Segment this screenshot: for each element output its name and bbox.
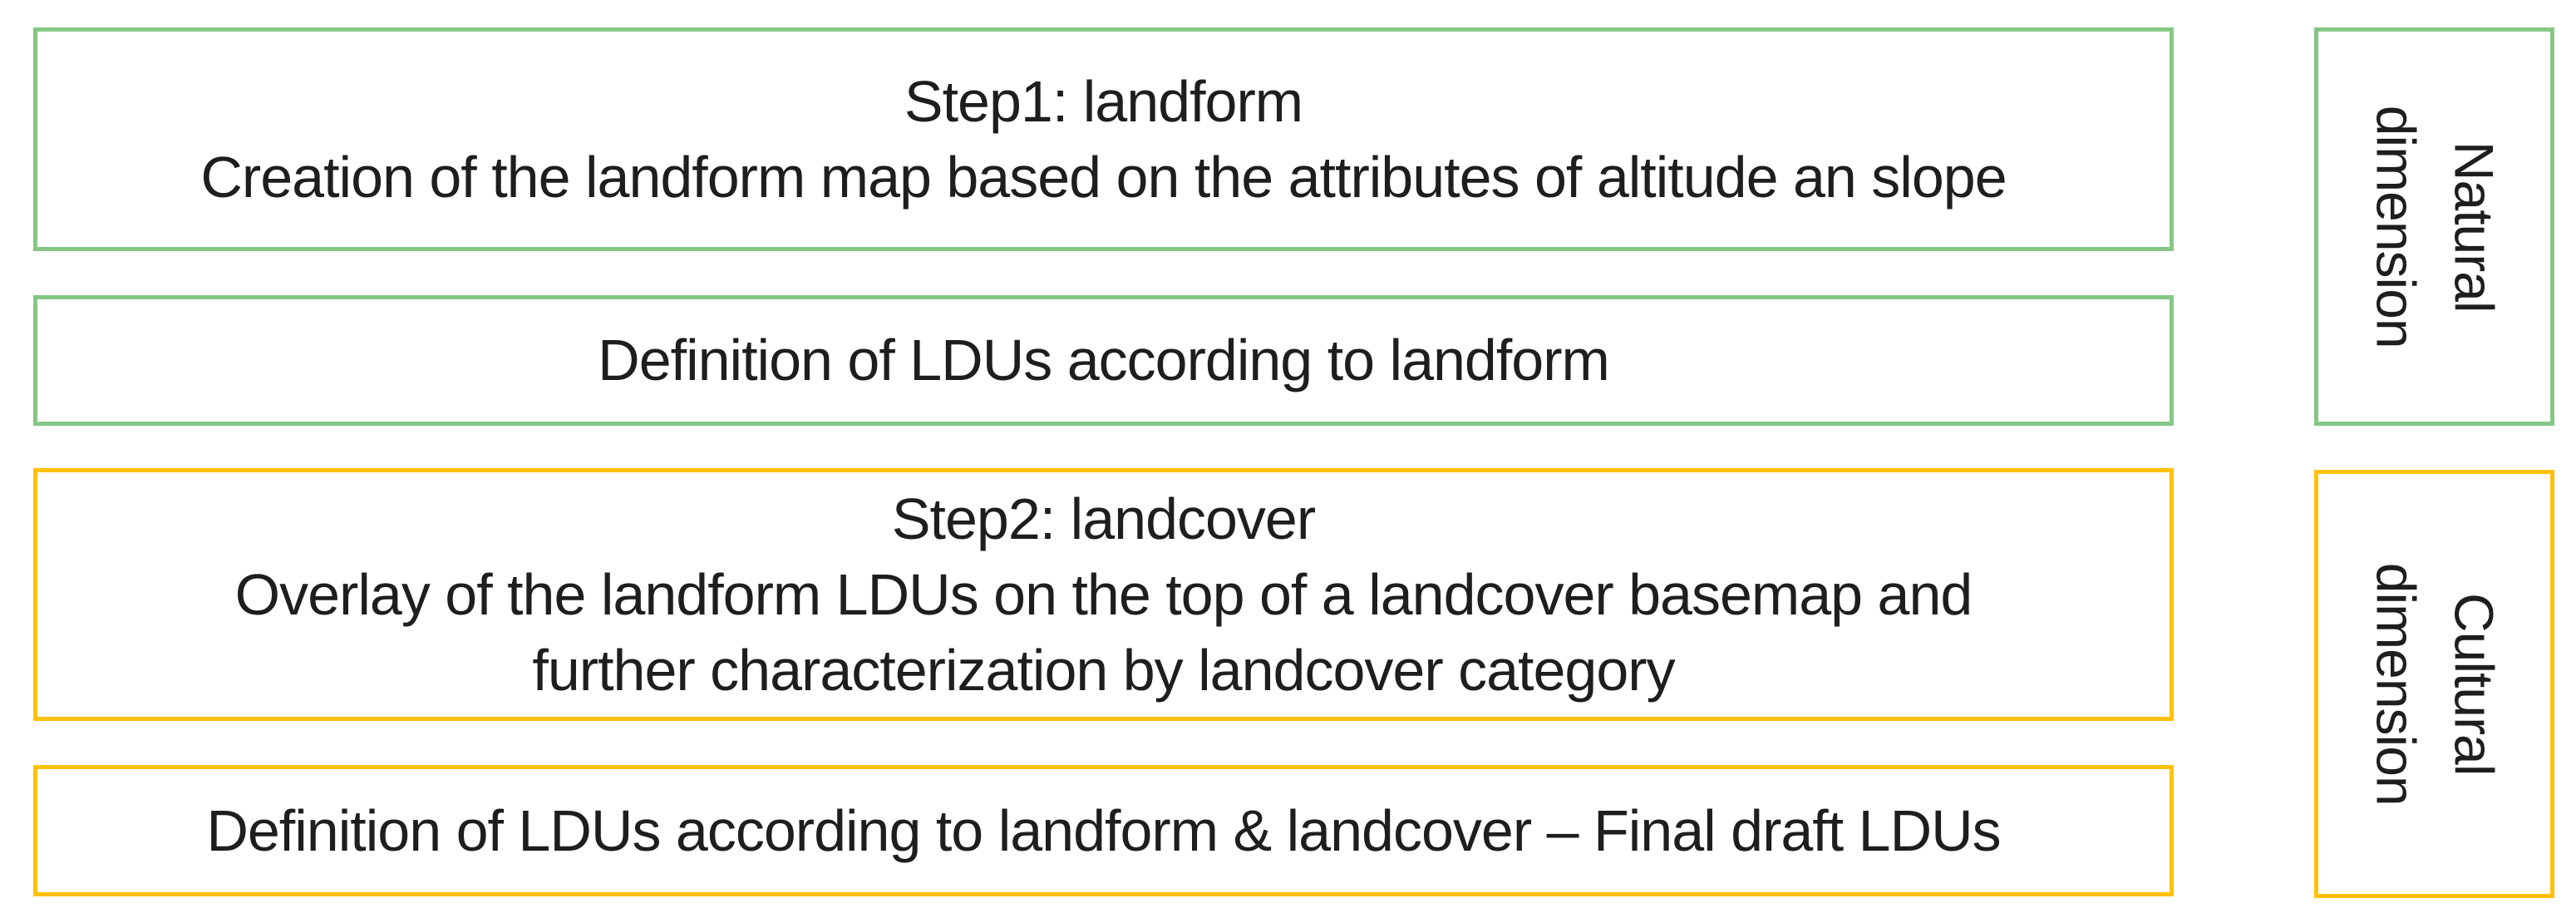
step2-landcover-box: Step2: landcover Overlay of the landform… [33,468,2174,721]
step2-description-line2: further characterization by landcover ca… [532,637,1675,703]
ldu-final-text: Definition of LDUs according to landform… [206,797,2001,863]
step1-description: Creation of the landform map based on th… [200,144,2007,210]
natural-dimension-box: Natural dimension [2314,27,2554,426]
step1-landform-box: Step1: landform Creation of the landform… [33,27,2174,251]
step1-title: Step1: landform [904,68,1303,134]
natural-dimension-label: Natural dimension [2357,106,2512,348]
step2-description-line1: Overlay of the landform LDUs on the top … [234,561,1973,627]
ldu-landform-box: Definition of LDUs according to landform [33,295,2174,426]
cultural-dimension-word2: dimension [2365,562,2427,806]
ldu-final-box: Definition of LDUs according to landform… [33,765,2174,896]
natural-dimension-word2: dimension [2365,105,2427,348]
cultural-dimension-label: Cultural dimension [2357,563,2512,806]
ldu-landform-text: Definition of LDUs according to landform [598,328,1610,392]
natural-dimension-word1: Natural [2443,141,2505,313]
cultural-dimension-box: Cultural dimension [2314,470,2554,898]
cultural-dimension-word1: Cultural [2443,592,2505,776]
step2-title: Step2: landcover [891,486,1316,551]
